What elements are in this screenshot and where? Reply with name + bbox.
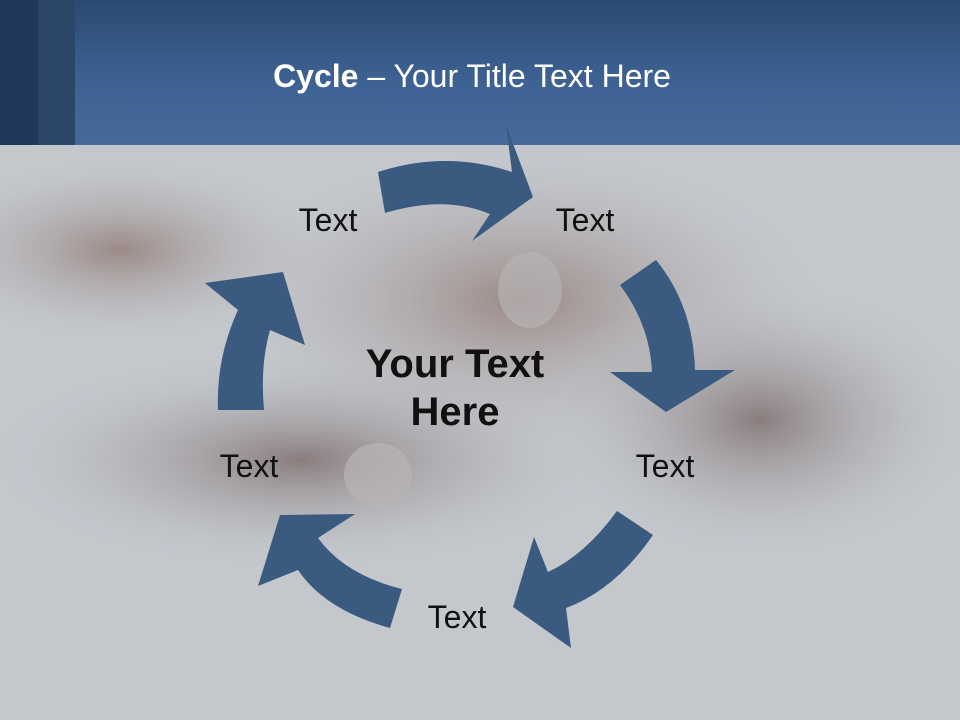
cycle-arrow-4: [258, 514, 402, 628]
center-text: Your Text Here: [365, 342, 545, 434]
cycle-arrow-3: [513, 511, 653, 648]
cycle-arrow-1: [378, 125, 533, 241]
header-accent-strip: [0, 0, 38, 145]
title-rest: – Your Title Text Here: [358, 58, 671, 94]
cycle-step-label: Text: [427, 599, 487, 635]
cycle-step-label: Text: [298, 202, 358, 238]
slide-title: Cycle – Your Title Text Here: [0, 54, 944, 98]
cycle-arrow-2: [610, 260, 735, 412]
cycle-step-label: Text: [555, 202, 615, 238]
cycle-step-label: Text: [219, 448, 279, 484]
header-accent-strip: [38, 0, 75, 145]
title-bold: Cycle: [273, 58, 359, 94]
title-bar: [0, 0, 960, 145]
cycle-arrow-5: [205, 272, 305, 410]
cycle-step-label: Text: [635, 448, 695, 484]
